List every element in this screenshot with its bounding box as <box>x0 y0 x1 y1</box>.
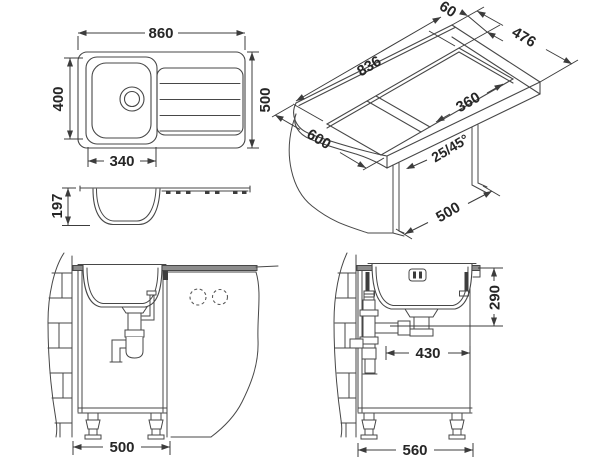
tap-hole-right <box>211 288 229 306</box>
p-trap <box>109 306 148 363</box>
bowl-fill <box>83 264 162 307</box>
dim-60 <box>451 6 504 49</box>
dim-label-476: 476 <box>509 24 539 51</box>
worktop-edge <box>72 265 258 271</box>
drain-outer <box>119 86 145 112</box>
bowl-rim <box>85 56 158 145</box>
mounting-clamp <box>163 271 168 280</box>
divider-rail <box>366 100 422 133</box>
brick-wall <box>47 252 73 438</box>
dim-label-500-cabinet: 500 <box>109 439 134 456</box>
dim-label-197: 197 <box>49 193 66 218</box>
break-edge-top <box>293 102 388 157</box>
dim-label-chamfer: 25/45° <box>428 131 471 166</box>
dim-label-400: 400 <box>50 86 67 111</box>
bowl-fill-front <box>372 263 472 309</box>
panel-break-edge <box>210 271 260 438</box>
dim-label-430: 430 <box>415 345 440 362</box>
wall-break-edge-front <box>333 252 348 438</box>
worktop-cutout-isometric-view: 836 60 476 360 600 <box>271 0 579 240</box>
drainboard-edge-ticks <box>166 191 247 194</box>
adjustable-feet-front <box>360 412 466 440</box>
dim-label-340: 340 <box>109 153 134 170</box>
break-edge-bottom <box>294 113 388 169</box>
bowl-profile-inner <box>96 188 157 222</box>
bowl-inner <box>91 62 152 139</box>
worktop-slab <box>293 24 541 169</box>
overflow-pipe <box>141 290 157 321</box>
dim-label-500-iso: 500 <box>433 199 463 226</box>
dim-label-290: 290 <box>487 285 504 310</box>
tap-panel <box>166 271 260 438</box>
cabinet-front-install-view: 290 430 560 <box>333 252 504 459</box>
wall-break-edge <box>47 252 65 438</box>
bowl-section-inner <box>86 267 159 304</box>
sink-top-view: 860 400 500 340 <box>50 25 274 170</box>
cutout-opening <box>325 47 515 156</box>
dim-label-560: 560 <box>402 442 427 459</box>
dim-label-600: 600 <box>304 126 334 153</box>
dim-label-500: 500 <box>257 87 274 112</box>
adjustable-feet <box>84 412 165 440</box>
cabinet-side-install-view: 500 <box>47 252 279 456</box>
cabinet-break-edge <box>288 119 394 234</box>
dim-860 <box>77 32 246 50</box>
overflow-symbol <box>408 268 427 282</box>
dim-400 <box>64 57 83 140</box>
drainboard-grooves <box>159 83 241 132</box>
dim-label-860: 860 <box>148 25 173 42</box>
sink-side-profile: 197 <box>49 185 251 226</box>
drainboard <box>156 67 244 136</box>
sink-outline <box>77 51 246 149</box>
drain-plumbing <box>349 290 439 375</box>
dim-500-top <box>247 51 259 149</box>
dim-836 <box>292 16 456 122</box>
bowl-profile-outer <box>92 188 161 226</box>
cabinet-panels <box>288 119 488 237</box>
drain-inner <box>123 90 141 108</box>
tap-hole-left <box>189 288 207 306</box>
